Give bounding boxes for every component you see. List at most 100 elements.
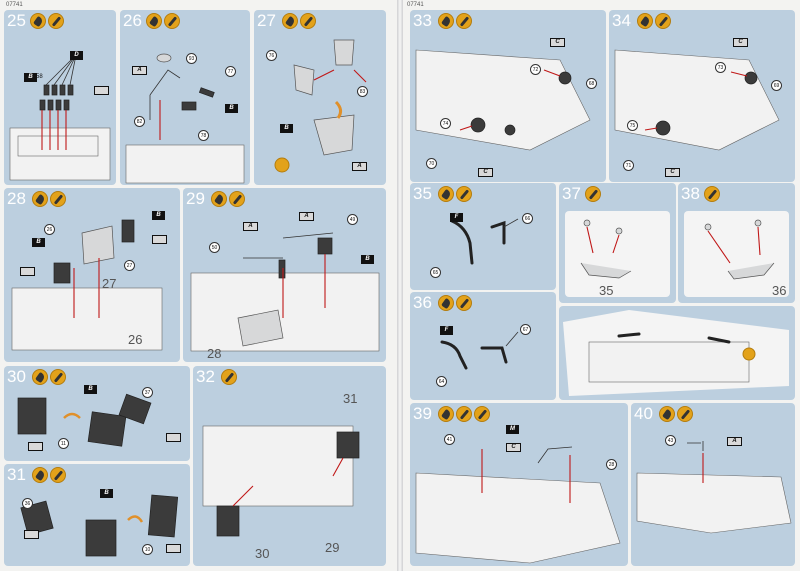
color-code-box	[166, 433, 181, 442]
part-tree-label: C	[733, 38, 748, 47]
step-35-panel: 35 F 66 65	[410, 183, 556, 290]
part-tree-label: A	[727, 437, 742, 446]
step-26-drawing	[125, 53, 245, 184]
step-38-drawing	[704, 219, 775, 280]
step-36-drawing	[440, 331, 519, 370]
step-35-drawing	[450, 218, 519, 265]
paint-icon	[48, 13, 64, 29]
paint-icon	[456, 13, 472, 29]
part-number: 67	[520, 324, 531, 335]
part-number: 37	[142, 387, 153, 398]
part-number: 75	[627, 120, 638, 131]
glue-icon	[32, 191, 48, 207]
step-32-drawing	[202, 425, 360, 537]
color-code-box	[24, 530, 39, 539]
step-37-panel: 37 35	[559, 183, 676, 303]
step-30-drawing	[17, 393, 152, 447]
color-code-box	[152, 235, 167, 244]
part-tree-label: B	[32, 238, 45, 247]
product-code: 07741	[6, 2, 23, 8]
part-tree-label: B	[225, 104, 238, 113]
step-40-panel: 40 43 A	[631, 403, 795, 566]
color-code-box	[28, 442, 43, 451]
step-39-drawing	[415, 446, 621, 564]
step-29-panel: 29 A 49 50 A B 28	[183, 188, 386, 362]
part-tree-label: B	[280, 124, 293, 133]
step-37-drawing	[580, 219, 632, 279]
step-36-panel: 36 F 67 64	[410, 292, 556, 400]
paint-icon	[655, 13, 671, 29]
product-code: 07741	[407, 2, 424, 8]
paint-icon	[50, 467, 66, 483]
callout-number: 36	[772, 283, 787, 298]
glue-icon	[438, 406, 454, 422]
glue-icon	[30, 13, 46, 29]
step-39-panel: 39 41 M C 28	[410, 403, 628, 566]
paint-icon	[456, 406, 472, 422]
step-number: 35	[413, 184, 432, 203]
part-number: 76	[266, 50, 277, 61]
step-32-panel: 32 31 30 29	[193, 366, 386, 566]
part-tree-label: B	[84, 385, 97, 394]
step-number: 38	[681, 184, 700, 203]
glue-icon	[32, 369, 48, 385]
part-number: 66	[522, 213, 533, 224]
part-number: 69	[771, 80, 782, 91]
part-number: 78	[198, 130, 209, 141]
step-28-drawing	[11, 219, 163, 351]
callout-number: 35	[599, 283, 614, 298]
part-tree-label: F	[450, 213, 463, 222]
part-number: 27	[124, 260, 135, 271]
part-tree-label: D	[70, 51, 83, 60]
part-number: 77	[225, 66, 236, 77]
assembly-detail-drawing	[563, 310, 789, 396]
part-tree-label: A	[352, 162, 367, 171]
step-number: 33	[413, 11, 432, 30]
part-tree-label: B	[152, 211, 165, 220]
paint-icon	[50, 191, 66, 207]
part-number: 26	[44, 224, 55, 235]
part-number: 10	[142, 544, 153, 555]
part-number: 36	[22, 498, 33, 509]
step-number: 27	[257, 11, 276, 30]
part-tree-label: B	[100, 489, 113, 498]
book-gutter	[397, 0, 403, 571]
callout-number: 26	[128, 332, 143, 347]
part-tree-label: C	[506, 443, 521, 452]
part-tree-label: C	[478, 168, 493, 177]
step-number: 32	[196, 367, 215, 386]
part-number: 58	[36, 74, 43, 80]
step-number: 29	[186, 189, 205, 208]
callout-number: 29	[325, 540, 340, 555]
paint-icon	[474, 406, 490, 422]
paint-icon	[704, 186, 720, 202]
part-number: 68	[586, 78, 597, 89]
paint-icon	[456, 295, 472, 311]
part-tree-label: M	[506, 425, 519, 434]
part-number: 83	[357, 86, 368, 97]
step-31-drawing	[20, 494, 179, 557]
part-number: 49	[347, 214, 358, 225]
step-34-drawing	[614, 49, 780, 151]
part-number: 74	[440, 118, 451, 129]
callout-number: 31	[343, 391, 358, 406]
step-number: 36	[413, 293, 432, 312]
part-number: 71	[623, 160, 634, 171]
step-30-panel: 30 B 37 11	[4, 366, 190, 461]
paint-icon	[229, 191, 245, 207]
step-33-panel: 33 C 72 68 74 70 C	[410, 10, 606, 182]
callout-number: 30	[255, 546, 270, 561]
part-number: 64	[436, 376, 447, 387]
paint-icon	[585, 186, 601, 202]
part-number: 11	[58, 438, 69, 449]
callout-number: 27	[102, 276, 117, 291]
part-tree-label: A	[243, 222, 258, 231]
step-number: 39	[413, 404, 432, 423]
part-number: 43	[665, 435, 676, 446]
glue-icon	[637, 13, 653, 29]
step-31-panel: 31 36 B 10	[4, 464, 190, 566]
color-code-box	[20, 267, 35, 276]
part-number: 50	[209, 242, 220, 253]
paint-icon	[221, 369, 237, 385]
step-27-drawing	[274, 39, 367, 173]
